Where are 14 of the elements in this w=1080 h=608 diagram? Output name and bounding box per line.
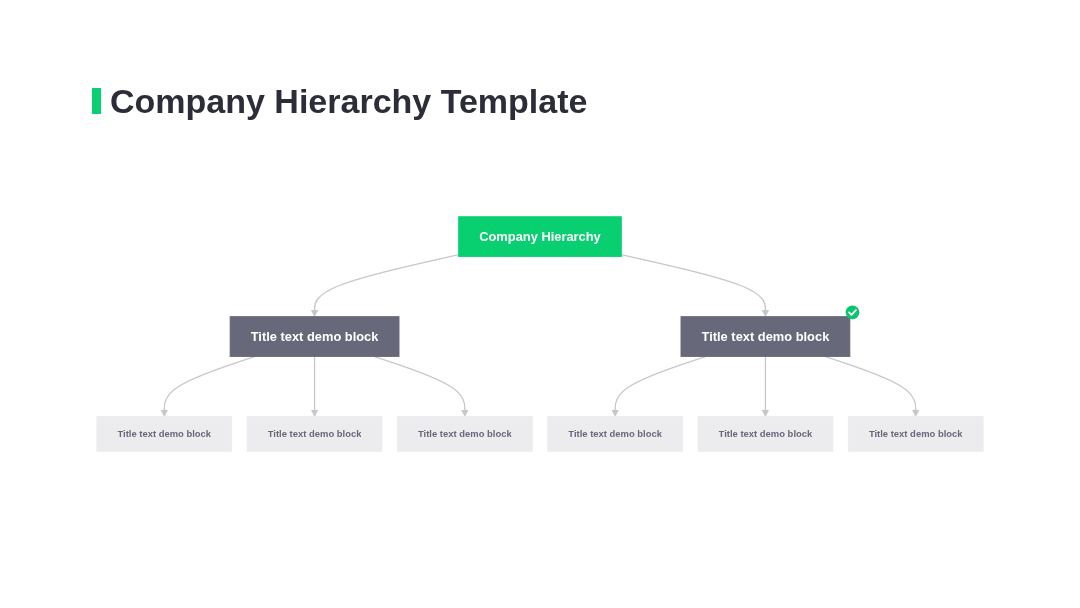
arrow xyxy=(310,254,460,317)
node-box: Company Hierarchy xyxy=(458,216,622,257)
arrow xyxy=(310,355,319,417)
node-box: Title text demo block xyxy=(96,416,233,452)
node-box: Title text demo block xyxy=(229,316,400,357)
arrow xyxy=(620,254,770,317)
node-box: Title text demo block xyxy=(697,416,834,452)
node-box: Title text demo block xyxy=(547,416,683,452)
node-box: Title text demo block xyxy=(680,316,851,357)
node-box: Title text demo block xyxy=(397,416,533,452)
node-box: Title text demo block xyxy=(847,416,984,452)
node-box: Title text demo block xyxy=(246,416,383,452)
page-title: Company Hierarchy Template xyxy=(110,81,588,122)
arrow xyxy=(761,355,770,417)
